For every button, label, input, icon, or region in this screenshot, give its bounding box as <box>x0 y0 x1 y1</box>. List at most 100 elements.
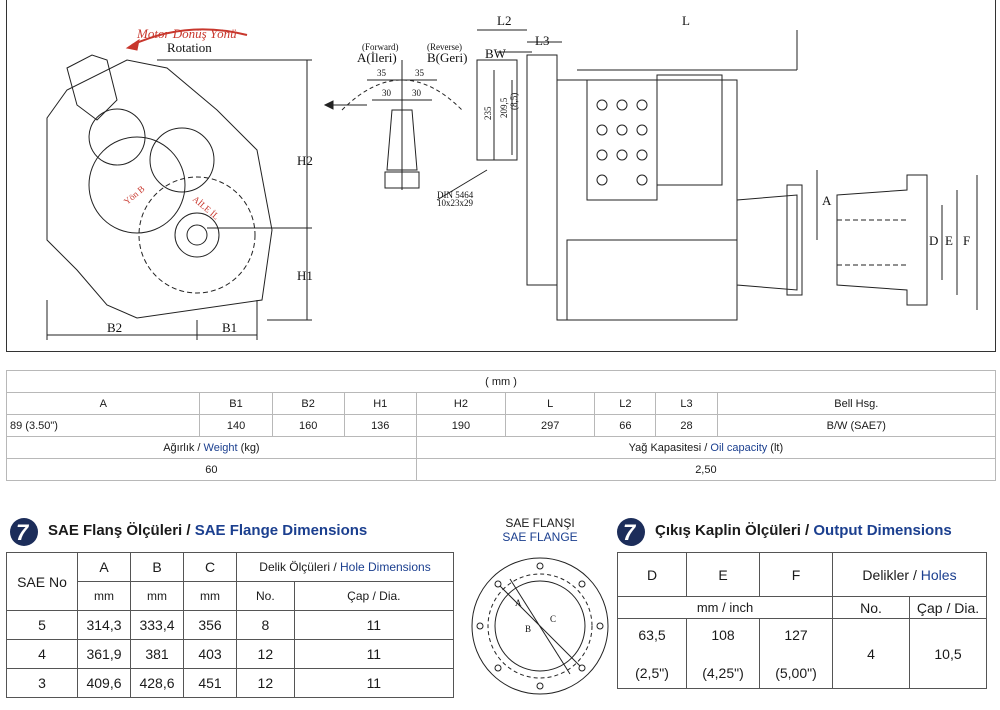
weight-label: Ağırlık / Weight (kg) <box>6 436 417 459</box>
label-a: A <box>822 193 832 208</box>
rotation-label-en: Rotation <box>167 40 212 55</box>
col-a: A <box>77 552 131 582</box>
rotation-arrow <box>131 28 248 46</box>
col-f: F <box>759 552 833 597</box>
col-sae-no: SAE No <box>6 552 78 611</box>
oil-label: Yağ Kapasitesi / Oil capacity (lt) <box>415 436 997 459</box>
spec-header: A <box>5 392 201 415</box>
label-d: D <box>929 233 938 248</box>
spec-header: B1 <box>199 392 273 415</box>
spec-value: 190 <box>415 414 507 437</box>
spec-value: 297 <box>505 414 596 437</box>
table-row: 4 361,9 381 403 12 11 <box>6 639 455 669</box>
output-coupling <box>836 174 928 306</box>
flange-circle <box>88 136 186 234</box>
dim-2095: 209,5 <box>499 97 509 118</box>
cell-f: 127(5,00") <box>759 618 833 689</box>
col-hole-dims: Delik Ölçüleri / Hole Dimensions <box>236 552 454 582</box>
valve-block <box>656 74 723 186</box>
lever-arm <box>386 109 418 171</box>
flange-inner <box>88 108 146 166</box>
cell: 403 <box>183 639 237 669</box>
flange-figure-title-en: SAE FLANGE <box>502 530 578 544</box>
spec-header: L3 <box>655 392 718 415</box>
sae-flange-figure: SAE FLANŞI SAE FLANGE A B C <box>470 516 610 707</box>
unit-mm: mm <box>130 581 184 611</box>
spec-value-row: 89 (3.50") 140 160 136 190 297 66 28 B/W… <box>5 414 997 437</box>
forward-label-en: (Forward) <box>362 42 399 52</box>
output-dims-table: D E F Delikler / Holes mm / inch No. Çap… <box>617 552 987 689</box>
cell: 11 <box>293 639 455 669</box>
col-e: E <box>686 552 760 597</box>
unit-mm: mm <box>183 581 237 611</box>
brand-logo-icon: 7 <box>10 518 38 546</box>
dim-35-right: 35 <box>415 68 425 78</box>
col-dia: Çap / Dia. <box>293 581 455 611</box>
sae-flange-side <box>526 54 558 286</box>
spec-unit: ( mm ) <box>6 370 996 393</box>
label-l: L <box>682 13 690 28</box>
flange-diagram-icon: A B C <box>471 557 609 695</box>
dim-30-left: 30 <box>382 88 392 98</box>
cell: 428,6 <box>130 668 184 698</box>
reverse-label-tr: B(Geri) <box>427 50 467 65</box>
spec-header: L <box>505 392 596 415</box>
spec-value: 160 <box>271 414 345 437</box>
spline-circle <box>174 212 220 258</box>
spec-header: H1 <box>343 392 417 415</box>
dim-85: (8,5) <box>509 93 519 110</box>
cell-d: 63,5(2,5") <box>617 618 687 689</box>
cell: 333,4 <box>130 610 184 640</box>
label-h1: H1 <box>297 268 313 283</box>
cell: 409,6 <box>77 668 131 698</box>
bell-housing-plate <box>476 59 518 161</box>
cell: 4 <box>6 639 78 669</box>
col-c: C <box>183 552 237 582</box>
cover-bolts <box>596 99 648 186</box>
flange-figure-title-tr: SAE FLANŞI <box>505 516 575 530</box>
label-bw: BW <box>485 46 507 61</box>
label-l3: L3 <box>535 33 549 48</box>
drawing-svg: Motor Dönüş Yönü Rotation (Forward) A(İl… <box>46 13 978 340</box>
spec-value: 66 <box>594 414 657 437</box>
technical-drawing: Motor Dönüş Yönü Rotation (Forward) A(İl… <box>6 0 996 352</box>
table-row: 3 409,6 428,6 451 12 11 <box>6 668 455 698</box>
cell: 361,9 <box>77 639 131 669</box>
spec-value: B/W (SAE7) <box>716 414 997 437</box>
spec-value: 28 <box>655 414 718 437</box>
cell-e: 108(4,25") <box>686 618 760 689</box>
cell: 451 <box>183 668 237 698</box>
din-size-label: 10x23x29 <box>437 198 474 208</box>
dim-35-left: 35 <box>377 68 387 78</box>
col-holes: Delikler / Holes <box>832 552 987 597</box>
lever-arc <box>341 79 463 111</box>
cell: 11 <box>293 668 455 698</box>
label-l2: L2 <box>497 13 511 28</box>
cell: 8 <box>236 610 295 640</box>
output-shaft <box>736 194 798 291</box>
col-dia: Çap / Dia. <box>909 596 987 619</box>
label-b2: B2 <box>107 320 122 335</box>
label-b1: B1 <box>222 320 237 335</box>
flange-label-c: C <box>550 614 556 624</box>
gear-text-1: Yön B <box>122 184 147 207</box>
label-f: F <box>963 233 970 248</box>
brand-logo-icon: 7 <box>617 518 645 546</box>
reverse-label-en: (Reverse) <box>427 42 462 52</box>
oil-sump <box>566 239 738 321</box>
cell: 314,3 <box>77 610 131 640</box>
spec-header: H2 <box>415 392 507 415</box>
flange-label-a: A <box>515 598 522 608</box>
spec-header: L2 <box>594 392 657 415</box>
spec-value: 140 <box>199 414 273 437</box>
spec-table: ( mm ) A B1 B2 H1 H2 L L2 L3 Bell Hsg. 8… <box>5 370 997 481</box>
cell: 12 <box>236 639 295 669</box>
cell: 3 <box>6 668 78 698</box>
spec-header: B2 <box>271 392 345 415</box>
table-row: 5 314,3 333,4 356 8 11 <box>6 610 455 640</box>
output-dims-title: Çıkış Kaplin Ölçüleri / Output Dimension… <box>655 522 952 539</box>
spec-value: 89 (3.50") <box>5 414 201 437</box>
spec-value: 136 <box>343 414 417 437</box>
spec-header: Bell Hsg. <box>716 392 997 415</box>
upper-gear-circle <box>149 127 215 193</box>
